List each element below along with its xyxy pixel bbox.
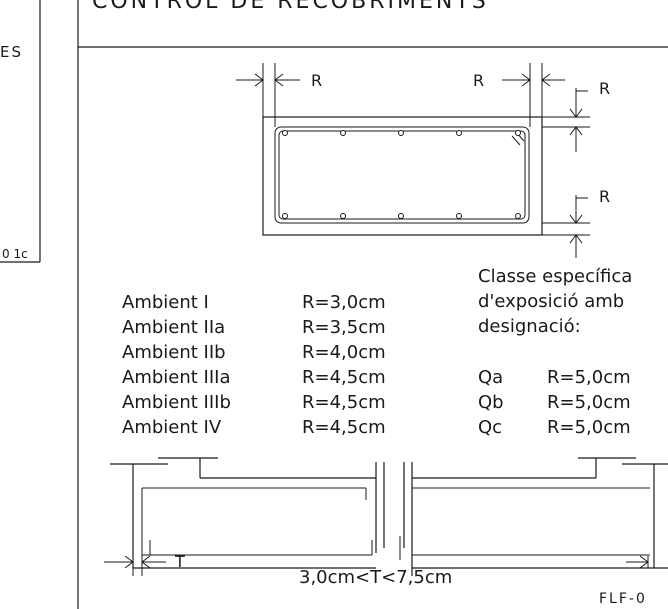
ambient-name: Ambient IIIb <box>122 392 231 413</box>
ambient-value: R=4,0cm <box>302 342 386 363</box>
specific-item-name: Qc <box>478 417 502 438</box>
beam-outline <box>262 116 543 236</box>
specific-class-block: Classe específica d'exposició amb design… <box>478 266 632 438</box>
ambient-name: Ambient IV <box>122 417 222 438</box>
ambient-value: R=4,5cm <box>302 367 386 388</box>
page-title: CONTROL DE RECOBRIMENTS <box>92 0 489 14</box>
specific-line: Classe específica <box>478 266 632 287</box>
ambient-name: Ambient IIa <box>122 317 225 338</box>
rebar-bottom-2 <box>340 213 346 219</box>
rebar-top-1 <box>282 130 288 136</box>
ambient-table: Ambient I R=3,0cm Ambient IIa R=3,5cm Am… <box>122 292 386 438</box>
specific-line: designació: <box>478 316 581 337</box>
dimension-slab-t: T <box>104 552 649 576</box>
dimension-left-r: R <box>236 63 322 127</box>
ambient-name: Ambient I <box>122 292 209 313</box>
specific-item-value: R=5,0cm <box>547 392 631 413</box>
specific-item-name: Qb <box>478 392 504 413</box>
stirrup-inner <box>278 130 526 220</box>
rebar-bottom-1 <box>282 213 288 219</box>
rebar-top-5 <box>515 130 521 136</box>
ambient-value: R=3,0cm <box>302 292 386 313</box>
rebar-bottom-3 <box>398 213 404 219</box>
rebar-bottom-5 <box>515 213 521 219</box>
beam-cross-section <box>262 116 543 236</box>
dim-label-left-r: R <box>311 71 322 90</box>
ambient-name: Ambient IIIa <box>122 367 231 388</box>
specific-item-name: Qa <box>478 367 503 388</box>
specific-item-value: R=5,0cm <box>547 367 631 388</box>
dim-label-bottom-r: R <box>599 187 610 206</box>
rebar-top-2 <box>340 130 346 136</box>
specific-line: d'exposició amb <box>478 291 624 312</box>
dimension-bottom-r: R <box>542 187 610 258</box>
ambient-value: R=3,5cm <box>302 317 386 338</box>
left-panel-fragment-top: ES <box>0 43 23 61</box>
dimension-right-r: R <box>473 63 565 127</box>
dimension-top-r: R <box>542 79 610 152</box>
stirrup-hook-1 <box>511 135 521 146</box>
ambient-name: Ambient IIb <box>122 342 226 363</box>
dim-label-top-r: R <box>599 79 610 98</box>
stirrup-outer <box>274 126 530 224</box>
dim-label-t: T <box>174 552 185 571</box>
slab-section <box>110 457 668 576</box>
left-panel-fragment-bottom: 0 1c <box>2 247 28 261</box>
specific-item-value: R=5,0cm <box>547 417 631 438</box>
rebar-bottom-4 <box>456 213 462 219</box>
rebar-top-4 <box>456 130 462 136</box>
rebar-top-3 <box>398 130 404 136</box>
dim-label-right-r: R <box>473 71 484 90</box>
drawing-code: FLF-0 <box>599 591 647 607</box>
ambient-value: R=4,5cm <box>302 392 386 413</box>
slab-range-label: 3,0cm<T<7,5cm <box>299 567 452 588</box>
ambient-value: R=4,5cm <box>302 417 386 438</box>
